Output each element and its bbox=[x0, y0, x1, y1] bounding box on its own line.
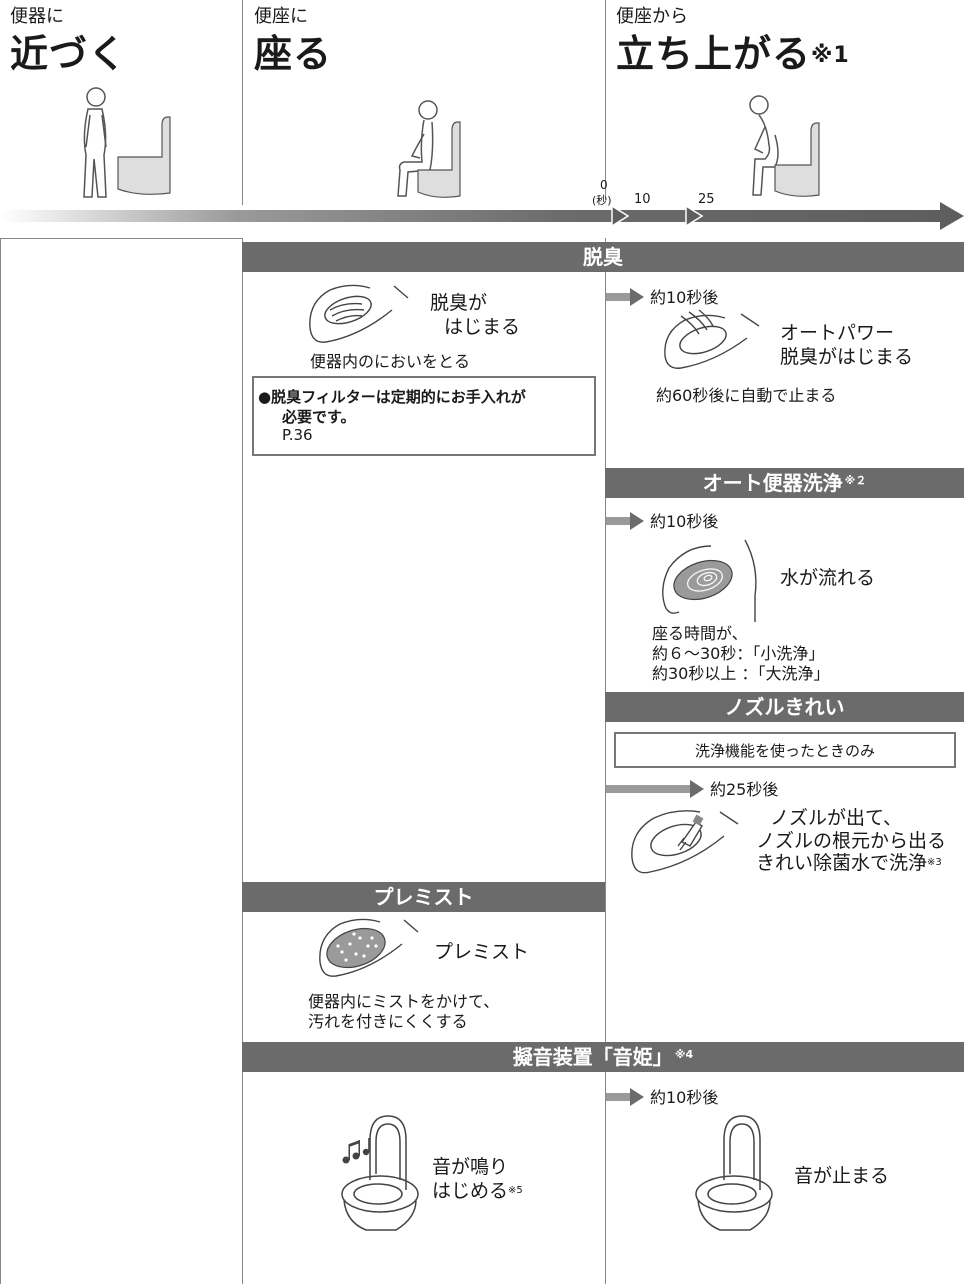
step1-title: 近づく bbox=[10, 32, 127, 76]
note-line-1: ●脱臭フィルターは定期的にお手入れが bbox=[258, 386, 526, 407]
step2-title: 座る bbox=[254, 32, 332, 76]
nozzle-label-3: きれい除菌水で洗浄※3 bbox=[756, 851, 942, 875]
note-line-2: 必要です。 bbox=[282, 406, 356, 427]
step3-title-text: 立ち上がる bbox=[616, 32, 811, 76]
column-divider-2b bbox=[605, 238, 606, 1284]
otohime-left-label-2: はじめる※5 bbox=[432, 1179, 523, 1203]
flushing-bowl-icon bbox=[655, 536, 770, 626]
deodorize-right-label-1: オートパワー bbox=[780, 321, 894, 345]
deodorize-right-caption: 約60秒後に自動で止まる bbox=[656, 386, 836, 406]
column-divider-2 bbox=[605, 0, 606, 200]
nozzle-clean-icon bbox=[620, 806, 750, 886]
otohime-header: 擬音装置「音姫」※4 bbox=[242, 1042, 964, 1072]
delay-arrow-icon bbox=[606, 288, 646, 306]
otohime-mark: ※4 bbox=[675, 1048, 693, 1061]
deodorize-left-label-2: はじまる bbox=[444, 315, 520, 339]
deodorize-right-delay: 約10秒後 bbox=[650, 288, 718, 308]
step3-title: 立ち上がる※1 bbox=[616, 32, 850, 76]
left-border bbox=[0, 238, 1, 1284]
otohime-left-mark: ※5 bbox=[508, 1185, 523, 1196]
deodorize-header: 脱臭 bbox=[242, 242, 964, 272]
timeline-unit: (秒) bbox=[592, 192, 612, 208]
nozzle-mark: ※3 bbox=[927, 857, 942, 868]
nozzle-clean-header: ノズルきれい bbox=[605, 692, 964, 722]
timeline-arrow bbox=[0, 200, 964, 240]
person-sitting-illustration bbox=[390, 100, 470, 205]
timeline-25: 25 bbox=[698, 192, 715, 207]
deodorize-right-label-2: 脱臭がはじまる bbox=[780, 345, 913, 369]
otohime-title: 擬音装置「音姫」 bbox=[513, 1045, 673, 1069]
nozzle-label-1: ノズルが出て、 bbox=[770, 806, 902, 830]
auto-flush-header: オート便器洗浄※２ bbox=[605, 468, 964, 498]
person-approaching-illustration bbox=[70, 85, 180, 205]
auto-flush-caption-2: 約６〜30秒：「小洗浄」 bbox=[652, 644, 824, 664]
auto-flush-caption-3: 約30秒以上 ：「大洗浄」 bbox=[652, 664, 829, 684]
deodorize-left-caption: 便器内のにおいをとる bbox=[310, 352, 470, 372]
auto-flush-caption-1: 座る時間が、 bbox=[652, 624, 748, 644]
nozzle-label-2: ノズルの根元から出る bbox=[756, 829, 946, 853]
step2-subtitle: 便座に bbox=[254, 6, 308, 28]
otohime-right-delay: 約10秒後 bbox=[650, 1088, 718, 1108]
column-divider-1b bbox=[242, 238, 243, 1284]
column-divider-1 bbox=[242, 0, 243, 205]
premist-bowl-icon bbox=[310, 916, 420, 986]
timeline-zero: 0 bbox=[600, 178, 608, 192]
delay-arrow-long-icon bbox=[606, 780, 706, 798]
deodorize-bowl-icon bbox=[300, 282, 410, 352]
otohime-left-label-2-text: はじめる bbox=[432, 1180, 508, 1202]
nozzle-label-3-text: きれい除菌水で洗浄 bbox=[756, 852, 927, 874]
timeline-10: 10 bbox=[634, 192, 651, 207]
note-page-ref[interactable]: P.36 bbox=[282, 426, 313, 444]
auto-power-deodorize-icon bbox=[655, 308, 765, 378]
step1-subtitle: 便器に bbox=[10, 6, 64, 28]
toilet-sound-stopped-icon bbox=[690, 1110, 790, 1240]
nozzle-delay: 約25秒後 bbox=[710, 780, 778, 800]
premist-caption-1: 便器内にミストをかけて、 bbox=[308, 992, 499, 1012]
otohime-left-label-1: 音が鳴り bbox=[432, 1155, 508, 1179]
premist-caption-2: 汚れを付きにくくする bbox=[308, 1012, 468, 1032]
deodorize-left-label-1: 脱臭が bbox=[430, 291, 487, 315]
auto-flush-delay: 約10秒後 bbox=[650, 512, 718, 532]
delay-arrow-icon bbox=[606, 1088, 646, 1106]
toilet-with-sound-icon bbox=[330, 1110, 440, 1240]
auto-flush-title: オート便器洗浄 bbox=[703, 471, 843, 495]
step3-subtitle: 便座から bbox=[616, 6, 688, 28]
premist-label: プレミスト bbox=[434, 940, 529, 964]
premist-header: プレミスト bbox=[242, 882, 605, 912]
step3-title-mark: ※1 bbox=[811, 43, 850, 68]
delay-arrow-icon bbox=[606, 512, 646, 530]
nozzle-condition-text: 洗浄機能を使ったときのみ bbox=[614, 740, 956, 761]
auto-flush-mark: ※２ bbox=[845, 474, 867, 487]
otohime-right-label: 音が止まる bbox=[794, 1164, 889, 1188]
auto-flush-label: 水が流れる bbox=[780, 566, 875, 590]
person-standing-up-illustration bbox=[745, 95, 835, 205]
